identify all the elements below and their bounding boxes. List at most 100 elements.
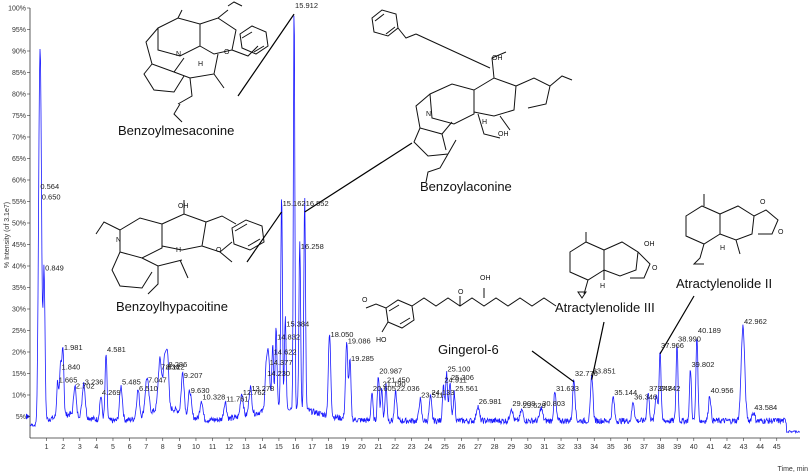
y-tick-label: 20% (12, 350, 26, 357)
svg-text:H: H (720, 245, 725, 252)
svg-text:O: O (778, 229, 784, 236)
structures: N O H N OH OH H N OH O H O OH O (95, 1, 784, 344)
benzoylhypacoitine-structure: N OH O H (95, 200, 265, 295)
peak-label: 25.561 (455, 384, 478, 393)
svg-text:H: H (198, 61, 203, 68)
x-tick-label: 23 (408, 444, 416, 451)
svg-text:O: O (760, 199, 766, 206)
atractylenolide-iii-structure: OH O H (569, 232, 658, 299)
peak-label: 7.047 (148, 375, 167, 384)
svg-text:OH: OH (498, 131, 509, 138)
peak-label: 40.189 (698, 326, 721, 335)
peak-label: 40.956 (711, 386, 734, 395)
annotation-leader-line (246, 211, 283, 263)
peak-label: 15.162 (283, 199, 306, 208)
y-tick-label: 85% (12, 70, 26, 77)
gingerol-structure: O OH O HO (362, 275, 557, 344)
peak-label: 4.581 (107, 345, 126, 354)
peak-label: 9.630 (191, 386, 210, 395)
peak-label: 5.485 (122, 377, 141, 386)
peak-label: 0.650 (42, 193, 61, 202)
y-axis-ticks: 5%10%15%20%25%30%35%40%45%50%55%60%65%70… (8, 6, 30, 421)
peak-label: 36.346 (634, 392, 657, 401)
peak-label: 43.584 (754, 403, 777, 412)
peak-label: 0.564 (40, 182, 59, 191)
svg-text:OH: OH (492, 55, 503, 62)
x-tick-label: 37 (640, 444, 648, 451)
x-tick-label: 41 (706, 444, 714, 451)
svg-text:O: O (216, 247, 222, 254)
benzoylmesaconine-structure: N O H (143, 1, 269, 123)
x-tick-label: 17 (308, 444, 316, 451)
x-tick-label: 2 (61, 444, 65, 451)
x-tick-label: 18 (325, 444, 333, 451)
peak-label: 1.840 (62, 362, 81, 371)
peak-label: 30.803 (542, 399, 565, 408)
peak-label: 16.258 (301, 242, 324, 251)
svg-text:OH: OH (178, 203, 189, 210)
peak-label: 14.832 (277, 332, 300, 341)
peak-label: 25.306 (451, 373, 474, 382)
peak-label: 37.966 (661, 341, 684, 350)
compound-label: Benzoylhypacoitine (116, 299, 228, 314)
peak-label: 0.849 (45, 263, 64, 272)
x-tick-label: 8 (161, 444, 165, 451)
x-tick-label: 34 (590, 444, 598, 451)
x-tick-label: 27 (474, 444, 482, 451)
y-tick-label: 65% (12, 156, 26, 163)
y-tick-label: 60% (12, 178, 26, 185)
x-tick-label: 26 (458, 444, 466, 451)
peak-label: 13.278 (251, 384, 274, 393)
annotation-leader-line (237, 13, 295, 97)
x-tick-label: 29 (507, 444, 515, 451)
x-tick-label: 4 (94, 444, 98, 451)
svg-text:H: H (176, 247, 181, 254)
peak-label: 35.144 (614, 388, 637, 397)
peak-label: 37.248 (649, 384, 672, 393)
x-tick-label: 16 (292, 444, 300, 451)
peak-label: 21.450 (387, 375, 410, 384)
atractylenolide-ii-structure: O O H (685, 194, 784, 265)
y-tick-label: 35% (12, 285, 26, 292)
peak-label: 4.269 (102, 388, 121, 397)
peak-label: 14.377 (270, 358, 293, 367)
peak-label: 7.834 (161, 362, 180, 371)
x-tick-label: 43 (740, 444, 748, 451)
y-tick-label: 45% (12, 242, 26, 249)
peak-label: 3.236 (85, 377, 104, 386)
y-tick-label: 70% (12, 135, 26, 142)
y-tick-label: 50% (12, 221, 26, 228)
x-tick-label: 32 (557, 444, 565, 451)
x-tick-label: 15 (275, 444, 283, 451)
x-tick-label: 35 (607, 444, 615, 451)
peak-label: 29.008 (512, 399, 535, 408)
peak-label: 1.981 (64, 343, 83, 352)
x-tick-label: 9 (177, 444, 181, 451)
x-tick-label: 39 (673, 444, 681, 451)
peak-label: 18.050 (331, 330, 354, 339)
peak-label: 15.384 (286, 319, 309, 328)
svg-text:OH: OH (480, 275, 491, 282)
x-tick-label: 12 (225, 444, 233, 451)
compound-annotations: BenzoylmesaconineBenzoylaconineBenzoylhy… (116, 13, 772, 383)
x-tick-label: 44 (756, 444, 764, 451)
y-tick-label: 10% (12, 393, 26, 400)
peak-label: 11.761 (226, 395, 248, 404)
peak-label: 8.122 (166, 362, 185, 371)
peak-label: 9.207 (184, 371, 203, 380)
peak-label: 19.285 (351, 354, 374, 363)
peak-label: 20.605 (373, 384, 396, 393)
peak-label: 42.962 (744, 317, 767, 326)
chromatogram-trace (29, 15, 801, 434)
peak-label: 12.762 (243, 388, 266, 397)
peak-label: 37.742 (657, 384, 680, 393)
y-tick-label: 80% (12, 92, 26, 99)
y-tick-label: 25% (12, 328, 26, 335)
x-tick-label: 5 (111, 444, 115, 451)
x-tick-label: 40 (690, 444, 698, 451)
x-tick-label: 13 (242, 444, 250, 451)
compound-label: Gingerol-6 (438, 342, 499, 357)
peak-label: 23.511 (421, 390, 443, 399)
annotation-leader-line (659, 295, 695, 355)
